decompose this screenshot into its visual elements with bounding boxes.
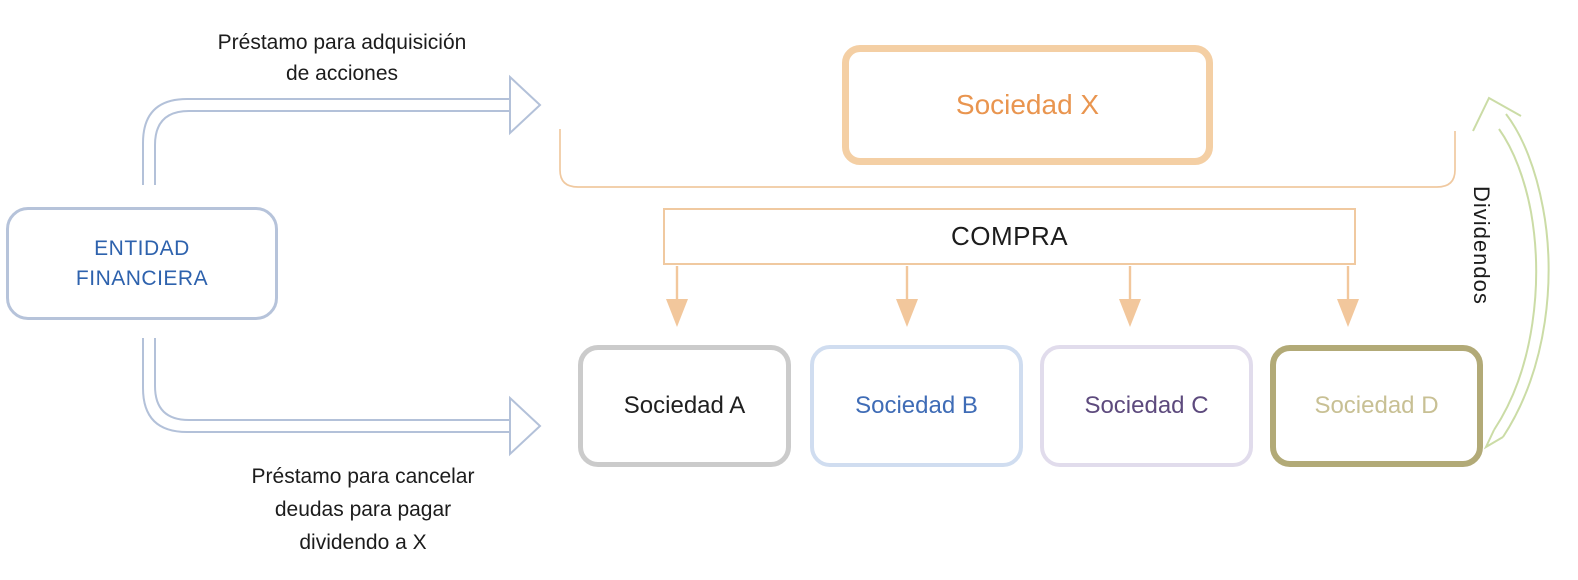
purchase-arrow-c-icon [1119,266,1141,327]
dividends-arrow-tail [1483,429,1504,450]
loan-bottom-label-line3: dividendo a X [299,531,427,554]
sociedad-a-label: Sociedad A [623,392,746,419]
sociedad-d-label: Sociedad D [1314,392,1439,419]
loan-bottom-arrow-outer-line [142,338,510,433]
purchase-arrow-d-head [1337,299,1359,327]
loan-top-arrow-inner-line [154,110,510,185]
sociedad-c-label: Sociedad C [1084,392,1209,419]
loan-bottom-arrow-inner-line [154,338,510,421]
purchase-arrow-d-icon [1337,266,1359,327]
purchase-arrow-b-head [896,299,918,327]
loan-top-arrowhead [509,74,542,136]
loan-top-label-line2: de acciones [285,62,399,85]
ownership-bracket [559,129,1456,188]
loan-top-label-line1: Préstamo para adquisición [217,31,467,54]
loan-top-arrow-icon [142,74,542,185]
node-sociedad-a: Sociedad A [578,345,791,467]
purchase-arrow-a-icon [666,266,688,327]
dividends-arrow-icon [1472,96,1550,450]
loan-bottom-label: Préstamo para cancelar deudas para pagar… [158,460,568,559]
purchase-arrow-c-head [1119,299,1141,327]
dividends-label: Dividendos [1469,186,1494,305]
dividends-arrow-outer-line [1502,113,1550,438]
entidad-label-line1: ENTIDAD [94,236,190,260]
loan-top-label: Préstamo para adquisición de acciones [140,27,544,89]
node-sociedad-c: Sociedad C [1040,345,1253,467]
purchase-arrow-b-icon [896,266,918,327]
loan-bottom-label-line1: Préstamo para cancelar [251,465,475,488]
purchase-arrows [666,266,1359,327]
loan-bottom-arrowhead [509,395,542,457]
sociedad-b-label: Sociedad B [855,392,978,419]
node-sociedad-b: Sociedad B [810,345,1023,467]
node-entidad-financiera: ENTIDAD FINANCIERA [6,207,278,320]
sociedad-x-label: Sociedad X [955,89,1100,120]
compra-label: COMPRA [950,221,1069,251]
loan-bottom-label-line2: deudas para pagar [274,498,452,521]
node-sociedad-x: Sociedad X [842,45,1213,165]
purchase-arrow-a-head [666,299,688,327]
node-compra: COMPRA [663,208,1356,265]
entidad-label-line2: FINANCIERA [75,266,209,290]
dividends-arrowhead [1472,96,1522,132]
dividends-arrow-inner-line [1493,128,1538,431]
loan-top-arrow-outer-line [142,98,510,185]
loan-bottom-arrow-icon [142,338,542,457]
node-sociedad-d: Sociedad D [1270,345,1483,467]
